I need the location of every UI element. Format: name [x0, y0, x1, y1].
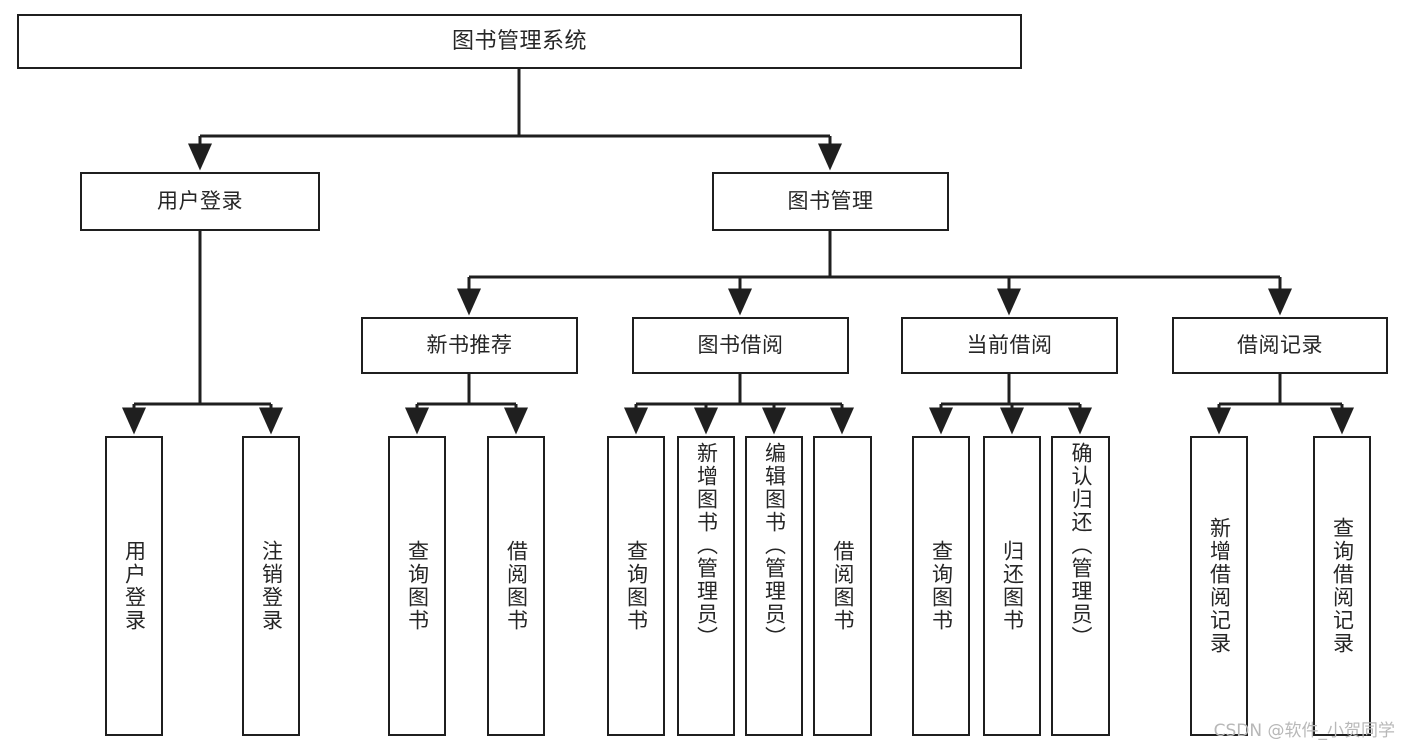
node-leaf-query-book-2-label: 查询图书	[624, 540, 649, 632]
node-leaf-query-book-1[interactable]: 查询图书	[388, 436, 446, 736]
node-leaf-query-record[interactable]: 查询借阅记录	[1313, 436, 1371, 736]
node-new-book-rec[interactable]: 新书推荐	[361, 317, 578, 374]
node-leaf-user-login-label: 用户登录	[122, 540, 147, 632]
node-user-login-label: 用户登录	[157, 189, 243, 214]
node-user-login[interactable]: 用户登录	[80, 172, 320, 231]
node-root[interactable]: 图书管理系统	[17, 14, 1022, 69]
node-book-borrow-label: 图书借阅	[697, 333, 784, 358]
node-leaf-edit-book[interactable]: 编辑图书（管理员）	[745, 436, 803, 736]
node-root-label: 图书管理系统	[451, 28, 587, 54]
node-book-borrow[interactable]: 图书借阅	[632, 317, 849, 374]
node-book-manage[interactable]: 图书管理	[712, 172, 949, 231]
node-current-borrow[interactable]: 当前借阅	[901, 317, 1118, 374]
node-leaf-logout-label: 注销登录	[259, 540, 284, 632]
node-leaf-add-record[interactable]: 新增借阅记录	[1190, 436, 1248, 736]
node-leaf-query-book-3-label: 查询图书	[929, 540, 954, 632]
node-leaf-add-record-label: 新增借阅记录	[1207, 517, 1232, 655]
node-leaf-add-book[interactable]: 新增图书（管理员）	[677, 436, 735, 736]
watermark: CSDN @软件_小贺同学	[1213, 721, 1395, 741]
node-leaf-add-book-label: 新增图书（管理员）	[694, 442, 719, 649]
node-leaf-query-book-3[interactable]: 查询图书	[912, 436, 970, 736]
node-leaf-borrow-book-2-label: 借阅图书	[831, 540, 856, 632]
node-current-borrow-label: 当前借阅	[966, 333, 1053, 358]
node-leaf-borrow-book-2[interactable]: 借阅图书	[813, 436, 872, 736]
node-book-manage-label: 图书管理	[787, 189, 874, 214]
node-leaf-confirm-return[interactable]: 确认归还（管理员）	[1051, 436, 1110, 736]
node-leaf-return-book-label: 归还图书	[1000, 540, 1025, 632]
node-leaf-logout[interactable]: 注销登录	[242, 436, 300, 736]
node-new-book-rec-label: 新书推荐	[426, 333, 513, 358]
node-leaf-user-login[interactable]: 用户登录	[105, 436, 163, 736]
node-leaf-query-book-2[interactable]: 查询图书	[607, 436, 665, 736]
node-leaf-borrow-book-1-label: 借阅图书	[504, 540, 529, 632]
node-leaf-query-book-1-label: 查询图书	[405, 540, 430, 632]
node-leaf-edit-book-label: 编辑图书（管理员）	[762, 442, 787, 649]
node-leaf-confirm-return-label: 确认归还（管理员）	[1069, 442, 1094, 649]
node-leaf-borrow-book-1[interactable]: 借阅图书	[487, 436, 545, 736]
node-leaf-return-book[interactable]: 归还图书	[983, 436, 1041, 736]
node-leaf-query-record-label: 查询借阅记录	[1330, 517, 1355, 655]
node-borrow-record-label: 借阅记录	[1237, 333, 1323, 358]
node-borrow-record[interactable]: 借阅记录	[1172, 317, 1388, 374]
